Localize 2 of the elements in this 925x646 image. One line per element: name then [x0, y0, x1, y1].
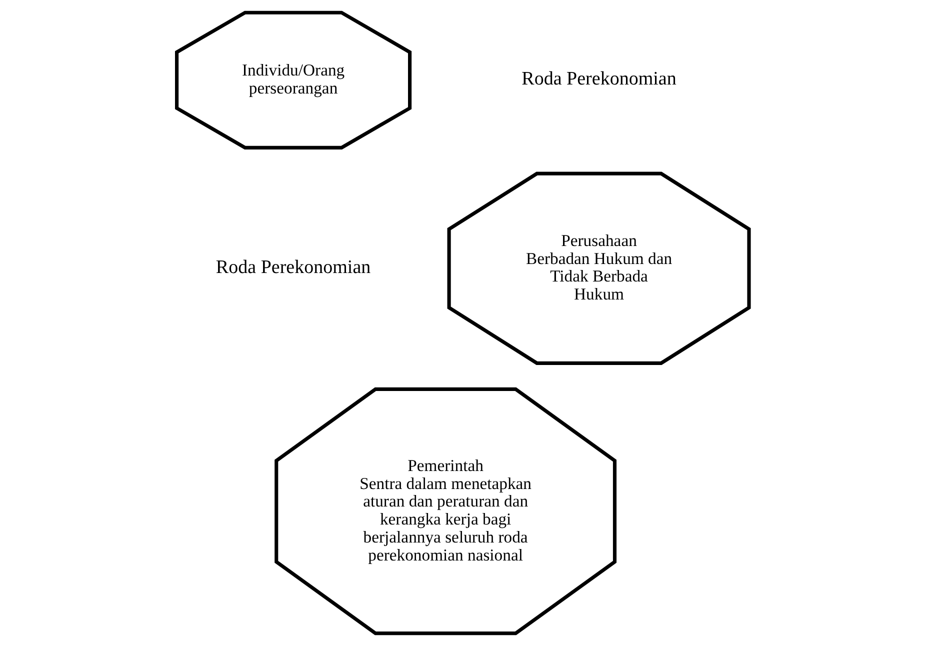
label: Roda Perekonomian: [215, 256, 370, 278]
label: Roda Perekonomian: [521, 68, 676, 90]
